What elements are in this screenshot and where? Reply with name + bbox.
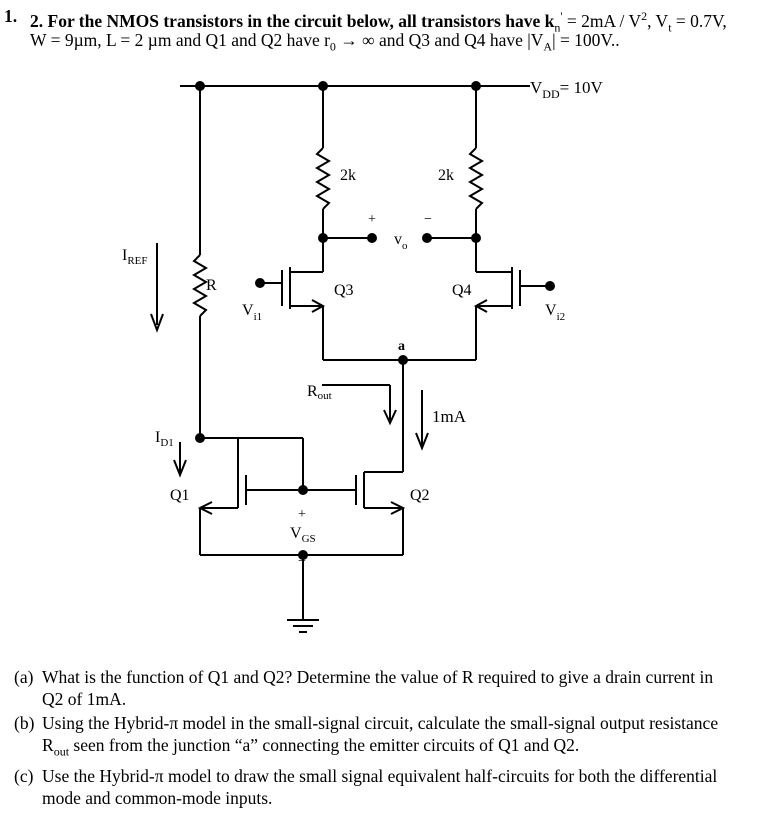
circuit-diagram: VDD= 10V 2k 2k + − vo IREF R Vi1 Q3 Q4 V… (0, 60, 784, 660)
q4-source-arrow (473, 299, 488, 313)
terminal-vo-plus (367, 233, 377, 243)
resistor-rd-left (315, 147, 331, 210)
kn-sub: n (554, 20, 561, 35)
vt-prefix: , V (647, 10, 669, 31)
r-left-label: 2k (340, 167, 356, 184)
node-q4-drain (471, 233, 481, 243)
q2-label: Q2 (410, 487, 430, 504)
question-b-line2: Rout seen from the junction “a” connecti… (42, 734, 776, 763)
ro-sub: 0 (329, 39, 336, 54)
question-c-line1: Use the Hybrid-π model to draw the small… (42, 765, 718, 786)
iref-arrowhead (150, 313, 164, 333)
current-label: 1mA (432, 407, 467, 426)
node-ground (298, 550, 308, 560)
vgs-label: VGS (290, 525, 316, 545)
terminal-vo-minus (422, 233, 432, 243)
problem-text-1: 2. For the NMOS transistors in the circu… (30, 10, 555, 31)
r-label: R (206, 277, 217, 294)
node-d1 (195, 433, 205, 443)
node-vdd-right (471, 81, 481, 91)
kn-value: = 2mA / V (562, 10, 642, 31)
node-q3-drain (318, 233, 328, 243)
q1-source-arrow (197, 501, 213, 515)
question-b-label: (b) (14, 713, 35, 733)
terminal-vi1 (255, 278, 265, 288)
question-a-line2: Q2 of 1mA. (42, 689, 127, 709)
problem-line-2: W = 9µm, L = 2 µm and Q1 and Q2 have r0 … (30, 28, 620, 59)
problem-text-2c: | = 100V.. (552, 30, 620, 50)
q4-label: Q4 (452, 282, 472, 299)
problem-text-2: W = 9µm, L = 2 µm and Q1 and Q2 have r (30, 30, 330, 50)
question-list: (a) What is the function of Q1 and Q2? D… (14, 666, 776, 811)
current-arrowhead (415, 432, 429, 451)
rout-label: Rout (307, 383, 332, 402)
vo-label: vo (394, 231, 408, 252)
question-a-line1: What is the function of Q1 and Q2? Deter… (42, 667, 714, 687)
question-a: (a) What is the function of Q1 and Q2? D… (14, 666, 776, 710)
q3-label: Q3 (334, 282, 354, 299)
va-sub: A (543, 39, 553, 54)
node-gate (298, 485, 308, 495)
kn-prime: ' (560, 9, 563, 23)
question-c-label: (c) (14, 765, 34, 786)
question-b: (b) Using the Hybrid-π model in the smal… (14, 712, 776, 763)
iref-label: IREF (122, 247, 148, 267)
question-c-line2: mode and common-mode inputs. (42, 787, 273, 808)
vt-value: = 0.7V, (671, 10, 727, 31)
r-right-label: 2k (438, 167, 454, 184)
question-a-label: (a) (14, 667, 34, 687)
problem-line-1: 2. For the NMOS transistors in the circu… (30, 4, 727, 39)
node-vdd-left (195, 81, 205, 91)
problem-text-2b: → ∞ and Q3 and Q4 have |V (335, 30, 544, 50)
id1-label: ID1 (155, 429, 174, 449)
vo-minus-sign: − (424, 212, 432, 227)
vi1-label: Vi1 (242, 302, 262, 323)
problem-number: 1. (4, 6, 18, 26)
vgs-minus-sign: − (298, 554, 306, 569)
vdd-label: VDD= 10V (530, 78, 603, 101)
q1-label: Q1 (170, 487, 190, 504)
terminal-vi2 (545, 281, 555, 291)
v-squared: 2 (641, 9, 648, 23)
id1-arrowhead (173, 459, 187, 478)
q3-source-arrow (311, 299, 326, 313)
rout-pre: R (42, 735, 54, 755)
vgs-plus-sign: + (298, 507, 306, 522)
q2-source-arrow (390, 501, 406, 515)
vi2-label: Vi2 (545, 302, 565, 323)
vo-plus-sign: + (368, 212, 376, 227)
node-vdd-mid (318, 81, 328, 91)
resistor-r (192, 254, 208, 317)
rout-sub: out (53, 744, 70, 759)
circuit-svg: VDD= 10V 2k 2k + − vo IREF R Vi1 Q3 Q4 V… (122, 78, 603, 633)
question-c: (c) Use the Hybrid-π model to draw the s… (14, 765, 776, 809)
rout-arrowhead (383, 409, 397, 426)
rout-post: seen from the junction “a” connecting th… (69, 735, 580, 755)
question-b-line1: Using the Hybrid-π model in the small-si… (42, 713, 719, 733)
node-a (398, 355, 408, 365)
resistor-rd-right (468, 147, 484, 210)
vt-sub: t (668, 20, 672, 35)
node-a-label: a (398, 339, 405, 354)
